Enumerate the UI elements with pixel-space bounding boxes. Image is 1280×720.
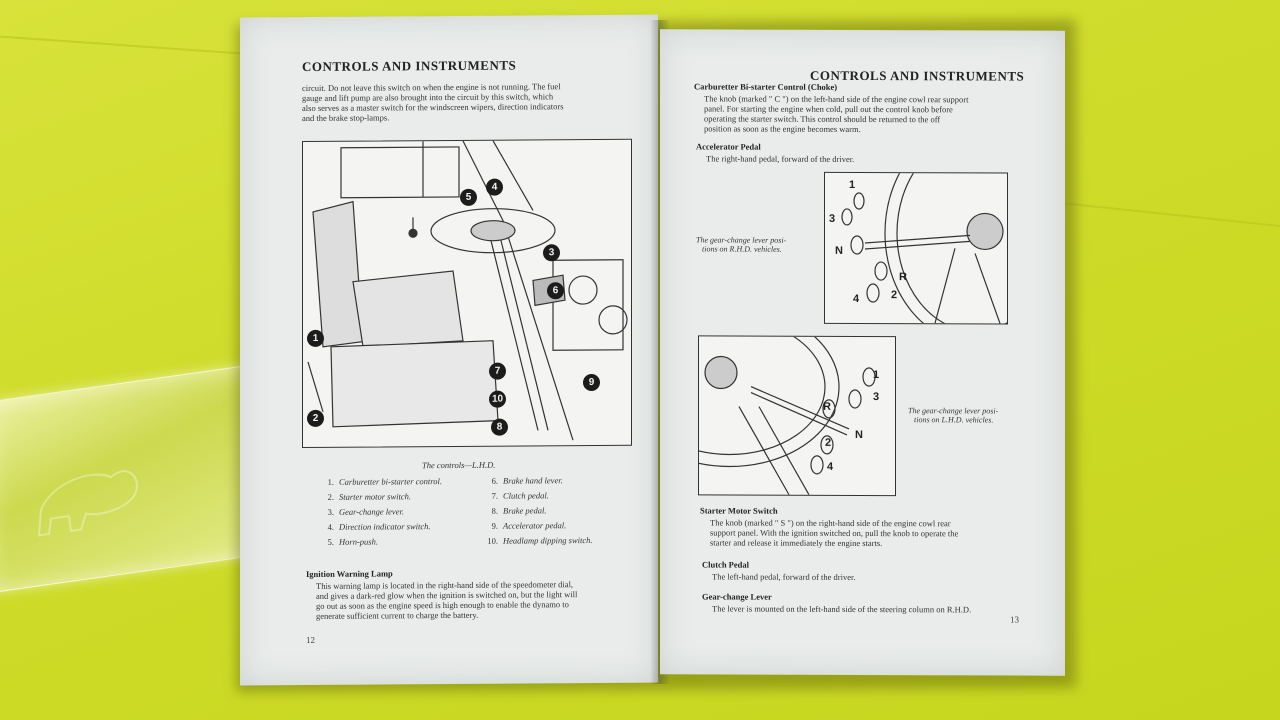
gear-label: 1 [849,178,856,191]
legend-column-left: 1. Carburetter bi-starter control. 2. Star… [318,476,442,552]
callout-badge: 1 [307,329,324,347]
lhd-caption: The gear-change lever posi- tions on L.H… [908,406,998,424]
callout-badge: 3 [543,244,560,262]
gear-label: R [823,400,831,413]
legend-item: 9. Accelerator pedal. [482,520,592,536]
rhd-caption: The gear-change lever posi- tions on R.H… [696,235,786,253]
text-line: and the brake stop-lamps. [302,112,390,124]
rhd-gear-drawing [841,171,1008,325]
legend-number: 5. [327,536,334,547]
legend-number: 6. [491,475,498,486]
controls-illustration: 1 2 3 4 5 6 7 8 9 10 [302,138,632,449]
legend-label: Gear-change lever. [339,506,404,517]
legend-item: 2. Starter motor switch. [318,491,442,507]
choke-paragraph: The knob (marked " C ") on the left-hand… [694,93,1044,134]
callout-badge: 6 [547,282,564,300]
legend-label: Clutch pedal. [503,490,549,501]
legend-column-right: 6. Brake hand lever. 7. Clutch pedal. 8. Br… [482,475,592,551]
table-seam [0,35,240,55]
legend-item: 1. Carburetter bi-starter control. [318,476,442,492]
rhd-gear-diagram: 1 3 N R 4 2 [824,171,1008,325]
section-heading: Ignition Warning Lamp [306,568,393,579]
callout-badge: 2 [307,409,324,427]
page-header: CONTROLS AND INSTRUMENTS [302,57,517,75]
legend-label: Carburetter bi-starter control. [339,476,443,487]
right-page: CONTROLS AND INSTRUMENTS Carburetter Bi-… [660,29,1065,676]
caption-line: tions on L.H.D. vehicles. [914,415,994,425]
gear-paragraph: The lever is mounted on the left-hand si… [712,603,972,615]
legend-label: Accelerator pedal. [503,520,567,531]
left-page: CONTROLS AND INSTRUMENTS circuit. Do not… [240,14,658,686]
caption-line: The gear-change lever posi- [696,235,787,245]
text-line: position as soon as the engine becomes w… [704,123,861,134]
callout-badge: 5 [460,188,477,206]
gear-label: 3 [829,212,836,225]
legend-number: 3. [327,506,334,517]
page-header: CONTROLS AND INSTRUMENTS [810,67,1025,84]
gear-label: 4 [827,460,834,473]
legend-label: Horn-push. [339,536,378,547]
callout-badge: 7 [489,362,506,380]
legend-item: 8. Brake pedal. [482,505,592,521]
page-number: 13 [1010,614,1019,625]
table-seam [1060,201,1280,229]
glass-crystal-block [0,358,292,594]
legend-number: 1. [327,476,334,487]
legend-label: Starter motor switch. [339,491,412,502]
gear-label: 4 [853,292,860,305]
intro-paragraph: circuit. Do not leave this switch on whe… [302,81,632,123]
callout-badge: 8 [491,418,508,436]
legend-label: Headlamp dipping switch. [503,534,593,546]
legend-number: 10. [487,535,498,546]
section-heading: Gear-change Lever [702,591,772,602]
gear-label: 2 [825,436,832,449]
legend-label: Brake pedal. [503,505,547,516]
legend-number: 7. [491,490,498,501]
gear-label: N [835,244,843,257]
page-number: 12 [306,634,315,645]
caption-line: The gear-change lever posi- [908,406,999,416]
legend-number: 2. [327,491,334,502]
section-heading: Carburetter Bi-starter Control (Choke) [694,81,838,92]
starter-paragraph: The knob (marked " S ") on the right-han… [700,517,1050,548]
cab-drawing [307,140,628,441]
clutch-paragraph: The left-hand pedal, forward of the driv… [712,571,856,582]
figure-caption: The controls—L.H.D. [422,459,496,471]
lhd-gear-diagram: 1 3 R N 2 4 [698,335,896,497]
lhd-gear-drawing [698,335,876,496]
legend-item: 4. Direction indicator switch. [318,521,442,537]
callout-badge: 10 [489,390,506,408]
section-heading: Accelerator Pedal [696,141,761,152]
legend-item: 10. Headlamp dipping switch. [482,535,592,551]
legend-number: 9. [491,520,498,531]
legend-number: 4. [327,521,334,532]
caption-line: tions on R.H.D. vehicles. [702,244,782,254]
gear-label: 2 [891,289,898,302]
callout-badge: 4 [486,178,503,196]
gear-label: 3 [873,391,880,404]
legend-item: 7. Clutch pedal. [482,490,592,506]
legend-label: Brake hand lever. [503,475,563,486]
callout-badge: 9 [583,373,600,392]
section-heading: Clutch Pedal [702,559,749,570]
accel-paragraph: The right-hand pedal, forward of the dri… [706,153,855,164]
legend-number: 8. [491,505,498,516]
legend-item: 3. Gear-change lever. [318,506,442,522]
text-line: starter and release it immediately the e… [710,537,883,549]
gear-label: R [899,271,907,284]
gear-label: 1 [873,369,880,382]
text-line: generate sufficient current to charge th… [316,609,479,621]
ignition-paragraph: This warning lamp is located in the righ… [306,579,636,621]
gear-label: N [855,428,863,442]
section-heading: Starter Motor Switch [700,505,778,516]
legend-item: 6. Brake hand lever. [482,475,592,491]
legend-label: Direction indicator switch. [339,521,431,532]
legend-item: 5. Horn-push. [318,536,442,552]
